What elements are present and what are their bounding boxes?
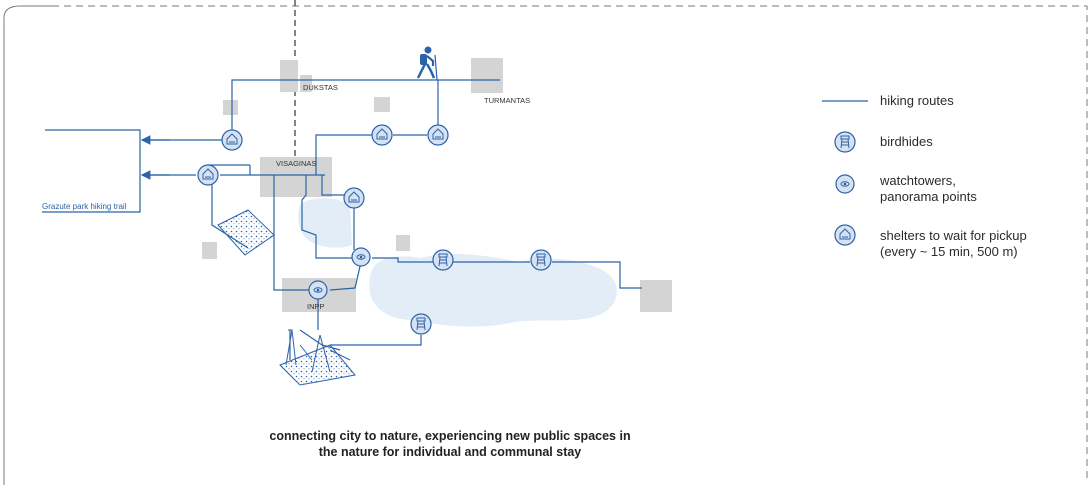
legend-watchtowers-line2: panorama points xyxy=(880,189,977,204)
label-grazute-trail: Grazute park hiking trail xyxy=(42,202,127,211)
dashed-frame xyxy=(52,5,1088,480)
lake-shape xyxy=(369,253,617,327)
legend-shelter-icon xyxy=(834,224,856,246)
legend-routes-label: hiking routes xyxy=(880,93,954,108)
legend-watchtowers-line1: watchtowers, xyxy=(880,173,956,188)
label-visaginas: VISAGINAS xyxy=(276,159,316,168)
watchtower-icon xyxy=(351,247,371,267)
birdhide-icon xyxy=(530,249,552,271)
shelter-icon xyxy=(427,124,449,146)
hiker-icon xyxy=(416,46,438,81)
label-turmantas: TURMANTAS xyxy=(484,96,530,105)
birdhide-icon xyxy=(432,249,454,271)
legend-watchtower-icon xyxy=(835,174,855,194)
label-inpp: INPP xyxy=(307,302,325,311)
legend-shelters-label: shelters to wait for pickup (every ~ 15 … xyxy=(880,228,1027,260)
shelter-icon xyxy=(197,164,219,186)
dotted-area xyxy=(217,209,275,256)
label-dukstas: DUKSTAS xyxy=(303,83,338,92)
legend-watchtowers-label: watchtowers, panorama points xyxy=(880,173,977,205)
diagram-caption: connecting city to nature, experiencing … xyxy=(200,428,700,460)
legend-birdhide-icon xyxy=(834,131,856,153)
frame-corner xyxy=(3,5,52,485)
shelter-icon xyxy=(221,129,243,151)
legend-shelters-line2: (every ~ 15 min, 500 m) xyxy=(880,244,1018,259)
shelter-icon xyxy=(371,124,393,146)
caption-line2: the nature for individual and communal s… xyxy=(318,445,582,459)
legend-birdhides-label: birdhides xyxy=(880,134,933,149)
caption-line1: connecting city to nature, experiencing … xyxy=(269,429,631,443)
pylon-sketch-icon xyxy=(279,329,356,386)
shelter-icon xyxy=(343,187,365,209)
birdhide-icon xyxy=(410,313,432,335)
watchtower-icon xyxy=(308,280,328,300)
legend-shelters-line1: shelters to wait for pickup xyxy=(880,228,1027,243)
pond-shape xyxy=(298,198,352,248)
